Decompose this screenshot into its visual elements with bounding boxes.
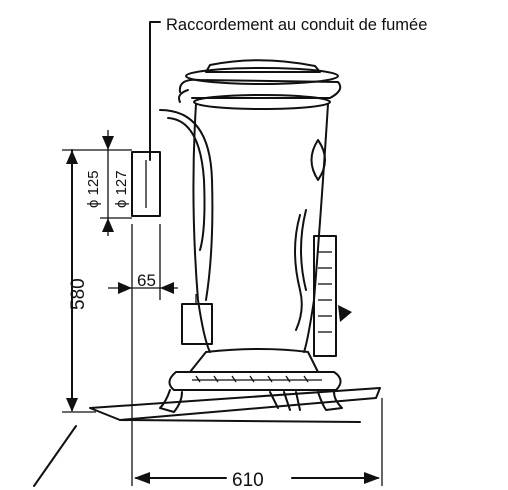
height-label: 580 xyxy=(68,278,89,310)
stove-body xyxy=(89,59,381,423)
flue-diameter-inner-label: ϕ 127 xyxy=(113,170,130,208)
offset-label: 65 xyxy=(137,271,156,290)
caption-leader xyxy=(149,21,161,161)
flue-diameter-outer-label: ϕ 125 xyxy=(85,170,102,208)
depth-label: 610 xyxy=(232,470,264,490)
height-dimension xyxy=(62,149,100,413)
floor-leader-line xyxy=(33,425,77,487)
flue-diameter-dimension xyxy=(100,130,132,236)
offset-dimension xyxy=(108,224,178,420)
caption-text: Raccordement au conduit de fumée xyxy=(166,16,427,34)
depth-dimension xyxy=(131,398,383,486)
